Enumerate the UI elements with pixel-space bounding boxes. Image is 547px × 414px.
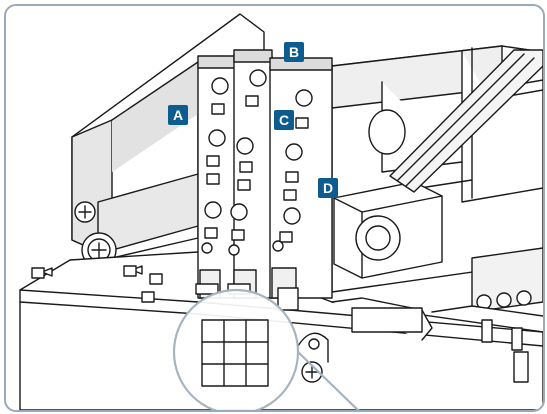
din-rail [389,49,543,193]
terminal-module-2 [227,49,273,299]
callout-d: D [318,178,338,198]
illustration-frame: A B C D [4,4,545,412]
magnifier-circle [172,288,360,410]
callout-a: A [168,105,188,125]
terminal-block-illustration [19,13,543,410]
callout-b: B [284,42,304,62]
callout-c: C [274,110,294,130]
terminal-module-1 [195,55,239,299]
